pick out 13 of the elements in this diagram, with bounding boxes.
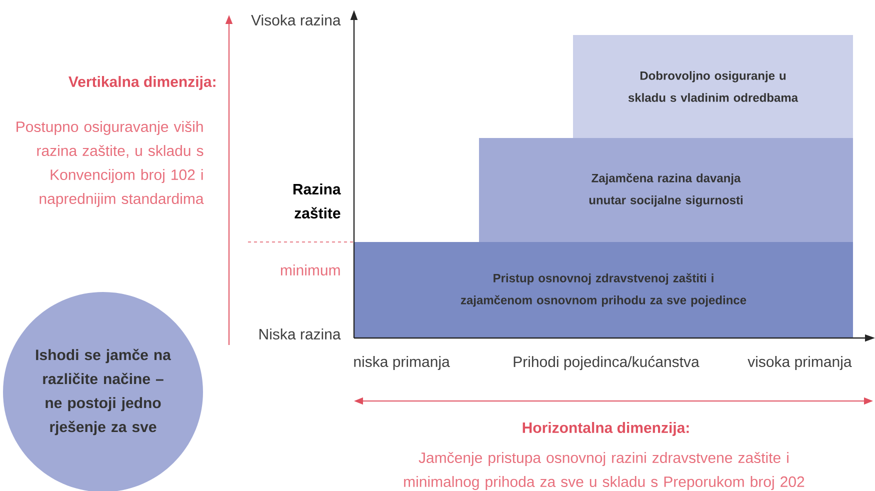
level-band: Pristup osnovnoj zdravstvenoj zaštiti i zajamčenom osnovnom prihodu za sve pojedince (354, 242, 853, 338)
axis-title: Prihodi pojedinca/kućanstva (514, 356, 700, 370)
axis-label: visoka primanja (748, 356, 852, 370)
description: Jamčenje pristupa osnovnoj razini zdravstvene zaštite i minimalnog prihoda za sve u skladu s Preporukom broj 202 (404, 452, 804, 490)
axis-label: niska primanja (354, 356, 450, 370)
level-label: minimum (280, 264, 340, 276)
axis-title: Razina zaštite (293, 184, 341, 218)
level-band: Zajamčena razina davanja unutar socijalne sigurnosti (479, 138, 853, 242)
heading: Vertikalna dimenzija: (68, 76, 216, 90)
axis-label: Visoka razina (251, 14, 341, 26)
level-band: Dobrovoljno osiguranje u skladu s vladinim odredbama (573, 35, 853, 138)
description: Postupno osiguravanje viših razina zaštite, u skladu s Konvencijom broj 102 i naprednijim standardima (16, 120, 204, 207)
heading: Horizontalna dimenzija: (522, 422, 689, 436)
